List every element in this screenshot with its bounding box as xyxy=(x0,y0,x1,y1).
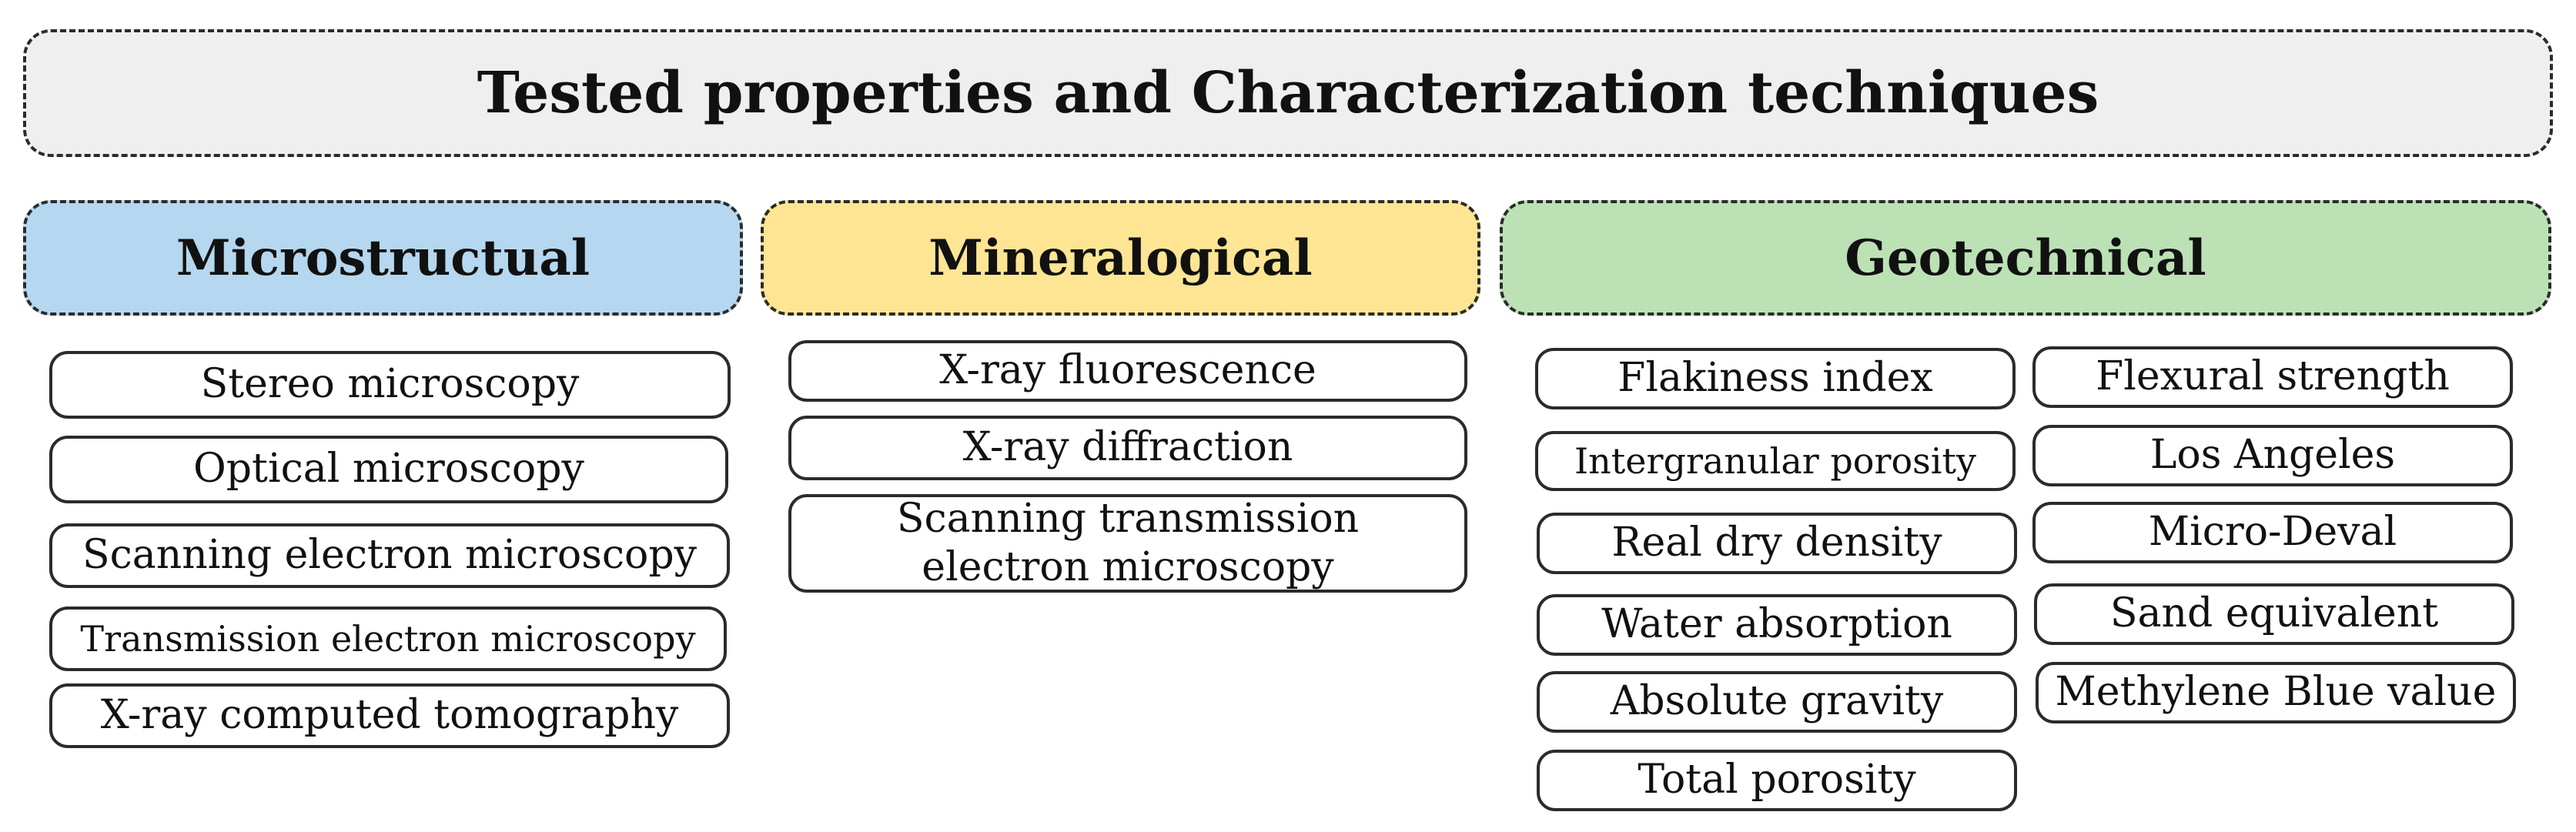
technique-scanning-electron-microscopy: Scanning electron microscopy xyxy=(49,523,730,588)
technique-scanning-transmission-electron-microscopy: Scanning transmission electron microscop… xyxy=(788,494,1467,593)
technique-transmission-electron-microscopy: Transmission electron microscopy xyxy=(49,606,727,671)
diagram-title: Tested properties and Characterization t… xyxy=(23,29,2553,157)
property-los-angeles: Los Angeles xyxy=(2032,425,2513,486)
property-flakiness-index: Flakiness index xyxy=(1535,348,2016,409)
property-total-porosity: Total porosity xyxy=(1537,750,2017,811)
category-geotechnical: Geotechnical xyxy=(1500,200,2551,316)
technique-line-2: electron microscopy xyxy=(922,544,1334,590)
property-intergranular-porosity: Intergranular porosity xyxy=(1535,431,2016,491)
property-absolute-gravity: Absolute gravity xyxy=(1537,671,2017,733)
technique-x-ray-computed-tomography: X-ray computed tomography xyxy=(49,683,730,748)
category-microstructural: Microstructual xyxy=(23,200,743,316)
property-methylene-blue-value: Methylene Blue value xyxy=(2036,662,2516,723)
property-water-absorption: Water absorption xyxy=(1537,594,2017,656)
technique-stereo-microscopy: Stereo microscopy xyxy=(49,351,731,419)
technique-x-ray-fluorescence: X-ray fluorescence xyxy=(788,340,1467,402)
property-sand-equivalent: Sand equivalent xyxy=(2034,583,2514,645)
technique-line-1: Scanning transmission xyxy=(896,495,1360,542)
property-real-dry-density: Real dry density xyxy=(1537,513,2017,574)
property-micro-deval: Micro-Deval xyxy=(2032,502,2513,563)
technique-x-ray-diffraction: X-ray diffraction xyxy=(788,416,1467,480)
property-flexural-strength: Flexural strength xyxy=(2032,346,2513,408)
category-mineralogical: Mineralogical xyxy=(761,200,1480,316)
technique-optical-microscopy: Optical microscopy xyxy=(49,436,728,503)
